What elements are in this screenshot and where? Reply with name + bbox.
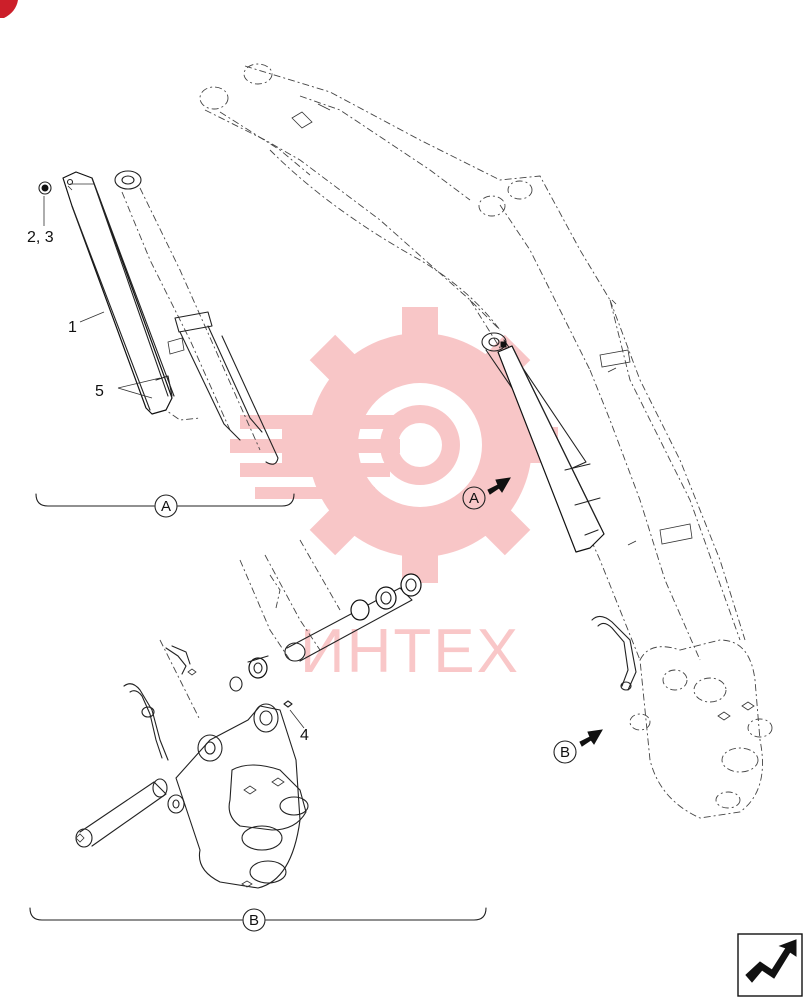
next-page-arrow-icon[interactable] (737, 933, 803, 997)
view-a-callout-letter: A (469, 490, 479, 507)
view-a-callout: A (462, 477, 511, 510)
view-a-bracket: A (35, 493, 295, 518)
washer-part-2-3 (38, 181, 52, 195)
boom-foot-detail-b (75, 539, 422, 889)
corner-mark (0, 0, 18, 18)
view-direction-arrow-icon (487, 477, 511, 495)
view-b-bracket: B (29, 907, 487, 932)
view-b-callout-letter: B (560, 744, 570, 761)
label-1: 1 (68, 319, 77, 336)
hose-fitting-right (591, 615, 637, 691)
label-5: 5 (95, 383, 104, 400)
cylinder-detail-a (114, 170, 279, 465)
view-direction-arrow-icon (579, 729, 603, 747)
boom-cylinder-guard (481, 332, 605, 553)
label-2-3: 2, 3 (27, 229, 54, 246)
view-a-letter: A (161, 498, 171, 515)
leader-lines (43, 183, 305, 729)
view-b-letter: B (249, 912, 259, 929)
label-4: 4 (300, 727, 309, 744)
watermark-text: ИНТЕХ (300, 617, 520, 686)
view-b-callout: B (553, 729, 603, 764)
guard-plate-part-1 (62, 171, 175, 415)
